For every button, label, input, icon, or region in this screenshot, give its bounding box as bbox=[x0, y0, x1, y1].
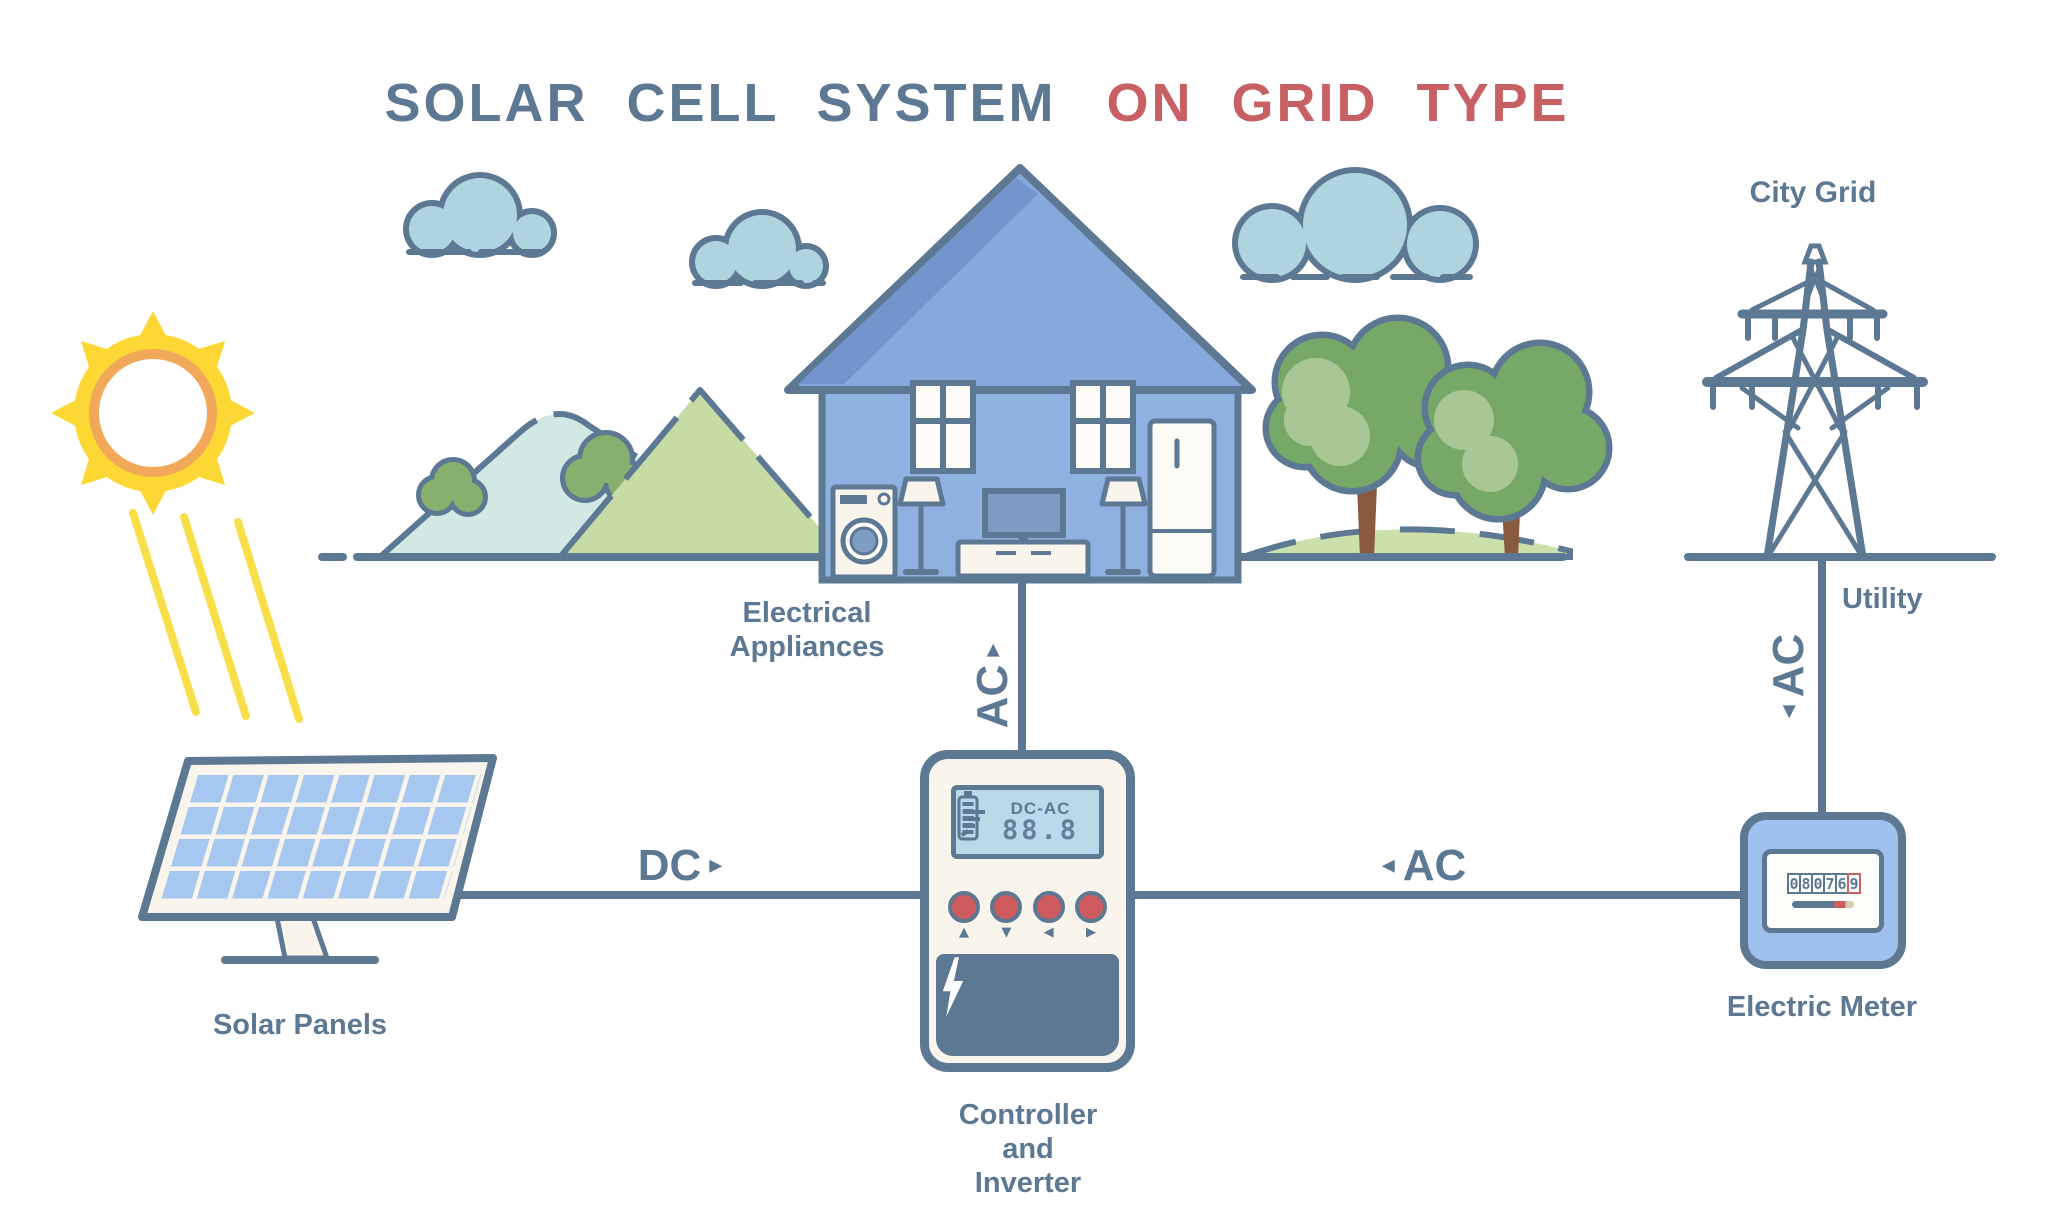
arrow-left-icon: ◂ bbox=[1381, 850, 1395, 880]
button-right[interactable] bbox=[1074, 891, 1107, 923]
cloud-tiny-icon bbox=[689, 209, 829, 289]
tv-icon bbox=[955, 488, 1091, 579]
window-left-icon bbox=[910, 380, 976, 474]
dc-text: DC bbox=[637, 841, 702, 890]
electric-meter-label: Electric Meter bbox=[1726, 991, 1918, 1023]
solar-panel-icon bbox=[138, 754, 497, 964]
title-accent: ON GRID TYPE bbox=[1106, 73, 1570, 134]
electrical-appliances-label: Electrical Appliances bbox=[729, 597, 885, 663]
sun-icon bbox=[51, 311, 255, 515]
tree-right-icon bbox=[1414, 339, 1613, 558]
ac-meter-flow-label: ◂AC bbox=[1382, 841, 1467, 891]
button-up[interactable] bbox=[948, 891, 980, 923]
roof-shade-band bbox=[798, 178, 1038, 384]
sun-rays-icon bbox=[129, 509, 303, 723]
bush-near-icon bbox=[416, 457, 488, 517]
transmission-tower-icon bbox=[1702, 243, 1928, 561]
electric-meter-device: 0 8 0 7 6 9 bbox=[1740, 812, 1906, 969]
right-triangle-icon: ▶ bbox=[1085, 925, 1096, 940]
lcd-mode-text: DC-AC bbox=[1010, 798, 1071, 818]
dc-flow-label: DC▸ bbox=[638, 841, 723, 891]
floor-lamp-right-icon bbox=[1099, 476, 1148, 575]
meter-screen: 0 8 0 7 6 9 bbox=[1762, 848, 1884, 933]
cloud-large-right-icon bbox=[1232, 167, 1479, 283]
button-left[interactable] bbox=[1032, 891, 1065, 923]
left-triangle-icon: ◀ bbox=[1043, 925, 1054, 940]
fridge-icon bbox=[1147, 418, 1217, 579]
window-right-icon bbox=[1070, 380, 1136, 474]
ac-grid-flow-label: ◂ AC bbox=[1764, 634, 1814, 719]
controller-buttons: ▲ ▼ ◀ ▶ bbox=[947, 891, 1108, 940]
lcd-readout: DC-AC 88.8 bbox=[989, 800, 1092, 845]
ac-grid-text: AC bbox=[1764, 633, 1813, 698]
hill-right bbox=[1242, 526, 1573, 560]
down-triangle-icon: ▼ bbox=[1001, 925, 1012, 940]
meter-digit-last: 9 bbox=[1847, 873, 1861, 894]
ac-house-text: AC bbox=[968, 664, 1017, 729]
meter-reading: 0 8 0 7 6 9 bbox=[1787, 873, 1861, 894]
arrow-right-icon: ▸ bbox=[709, 850, 723, 880]
cloud-small-left-icon bbox=[403, 172, 557, 258]
house-icon bbox=[784, 164, 1256, 584]
controller-inverter-device: DC-AC 88.8 ▲ ▼ ◀ ▶ bbox=[920, 750, 1135, 1072]
page-title: SOLAR CELL SYSTEM ON GRID TYPE bbox=[384, 72, 1569, 134]
controller-label: Controller and Inverter bbox=[958, 1099, 1098, 1199]
ac-meter-text: AC bbox=[1402, 841, 1467, 890]
city-grid-label: City Grid bbox=[1749, 176, 1877, 209]
meter-usage-bar bbox=[1792, 901, 1854, 908]
washing-machine-icon bbox=[830, 484, 898, 580]
lcd-value-text: 88.8 bbox=[1001, 814, 1080, 846]
wires bbox=[454, 554, 1826, 899]
floor-lamp-left-icon bbox=[897, 476, 946, 575]
controller-base-panel bbox=[936, 954, 1119, 1056]
ac-house-flow-label: AC ▸ bbox=[968, 644, 1018, 729]
utility-label: Utility bbox=[1842, 583, 1923, 615]
title-main: SOLAR CELL SYSTEM bbox=[384, 73, 1057, 134]
up-triangle-icon: ▲ bbox=[959, 925, 969, 940]
lightning-bolt-icon bbox=[942, 957, 964, 1017]
solar-panels-label: Solar Panels bbox=[212, 1009, 388, 1041]
button-down[interactable] bbox=[990, 891, 1023, 923]
arrow-down-icon: ◂ bbox=[1773, 705, 1803, 719]
battery-icon bbox=[957, 791, 979, 841]
arrow-up-icon: ▸ bbox=[977, 643, 1007, 657]
lcd-screen: DC-AC 88.8 bbox=[951, 785, 1104, 859]
